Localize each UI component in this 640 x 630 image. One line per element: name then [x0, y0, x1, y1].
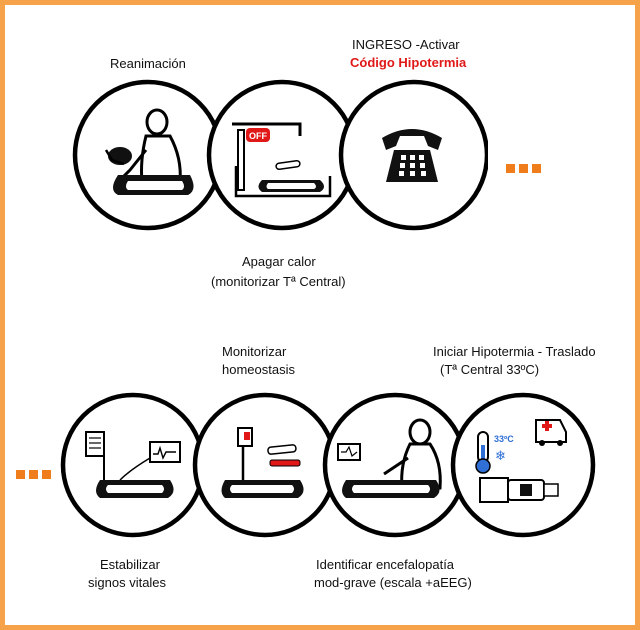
step-estabilizar-label-1: Estabilizar — [100, 557, 160, 572]
step-circle-iniciar-hipotermia — [450, 392, 596, 538]
reanimation-figure-icon — [104, 108, 194, 195]
step-circle-monitorizar — [192, 392, 338, 538]
step-monitorizar-label-1: Monitorizar — [222, 344, 287, 359]
codigo-hipotermia-title: Código Hipotermia — [350, 55, 467, 70]
step-circle-estabilizar — [60, 392, 206, 538]
ingreso-title: INGRESO -Activar — [352, 37, 460, 52]
step-identificar-label-1: Identificar encefalopatía — [316, 557, 455, 572]
snowflake-icon: ❄ — [495, 449, 506, 464]
off-badge: OFF — [249, 131, 267, 141]
step-apagar-calor-label-1: Apagar calor — [242, 254, 316, 269]
infusion-pump-icon — [221, 427, 304, 498]
vital-signs-monitor-icon — [85, 431, 181, 498]
step-identificar-label-2: mod-grave (escala +aEEG) — [314, 575, 472, 590]
step-iniciar-label-1: Iniciar Hipotermia - Traslado — [433, 344, 596, 359]
aeeg-doctor-icon — [337, 418, 442, 498]
step-monitorizar-label-2: homeostasis — [222, 362, 295, 377]
hypothermia-transport-icon: 33ºC ❄ — [475, 419, 567, 503]
telephone-icon — [382, 129, 442, 182]
step-reanimacion-label: Reanimación — [110, 56, 186, 71]
step-apagar-calor-label-2: (monitorizar Tª Central) — [211, 274, 346, 289]
radiant-warmer-icon: OFF — [232, 122, 332, 198]
continuation-dots-right — [506, 160, 545, 178]
continuation-dots-left — [16, 466, 55, 484]
step-iniciar-label-2: (Tª Central 33ºC) — [440, 362, 540, 377]
step-circle-apagar-calor — [206, 79, 358, 231]
temperature-badge: 33ºC — [494, 434, 514, 444]
step-estabilizar-label-2: signos vitales — [88, 575, 167, 590]
